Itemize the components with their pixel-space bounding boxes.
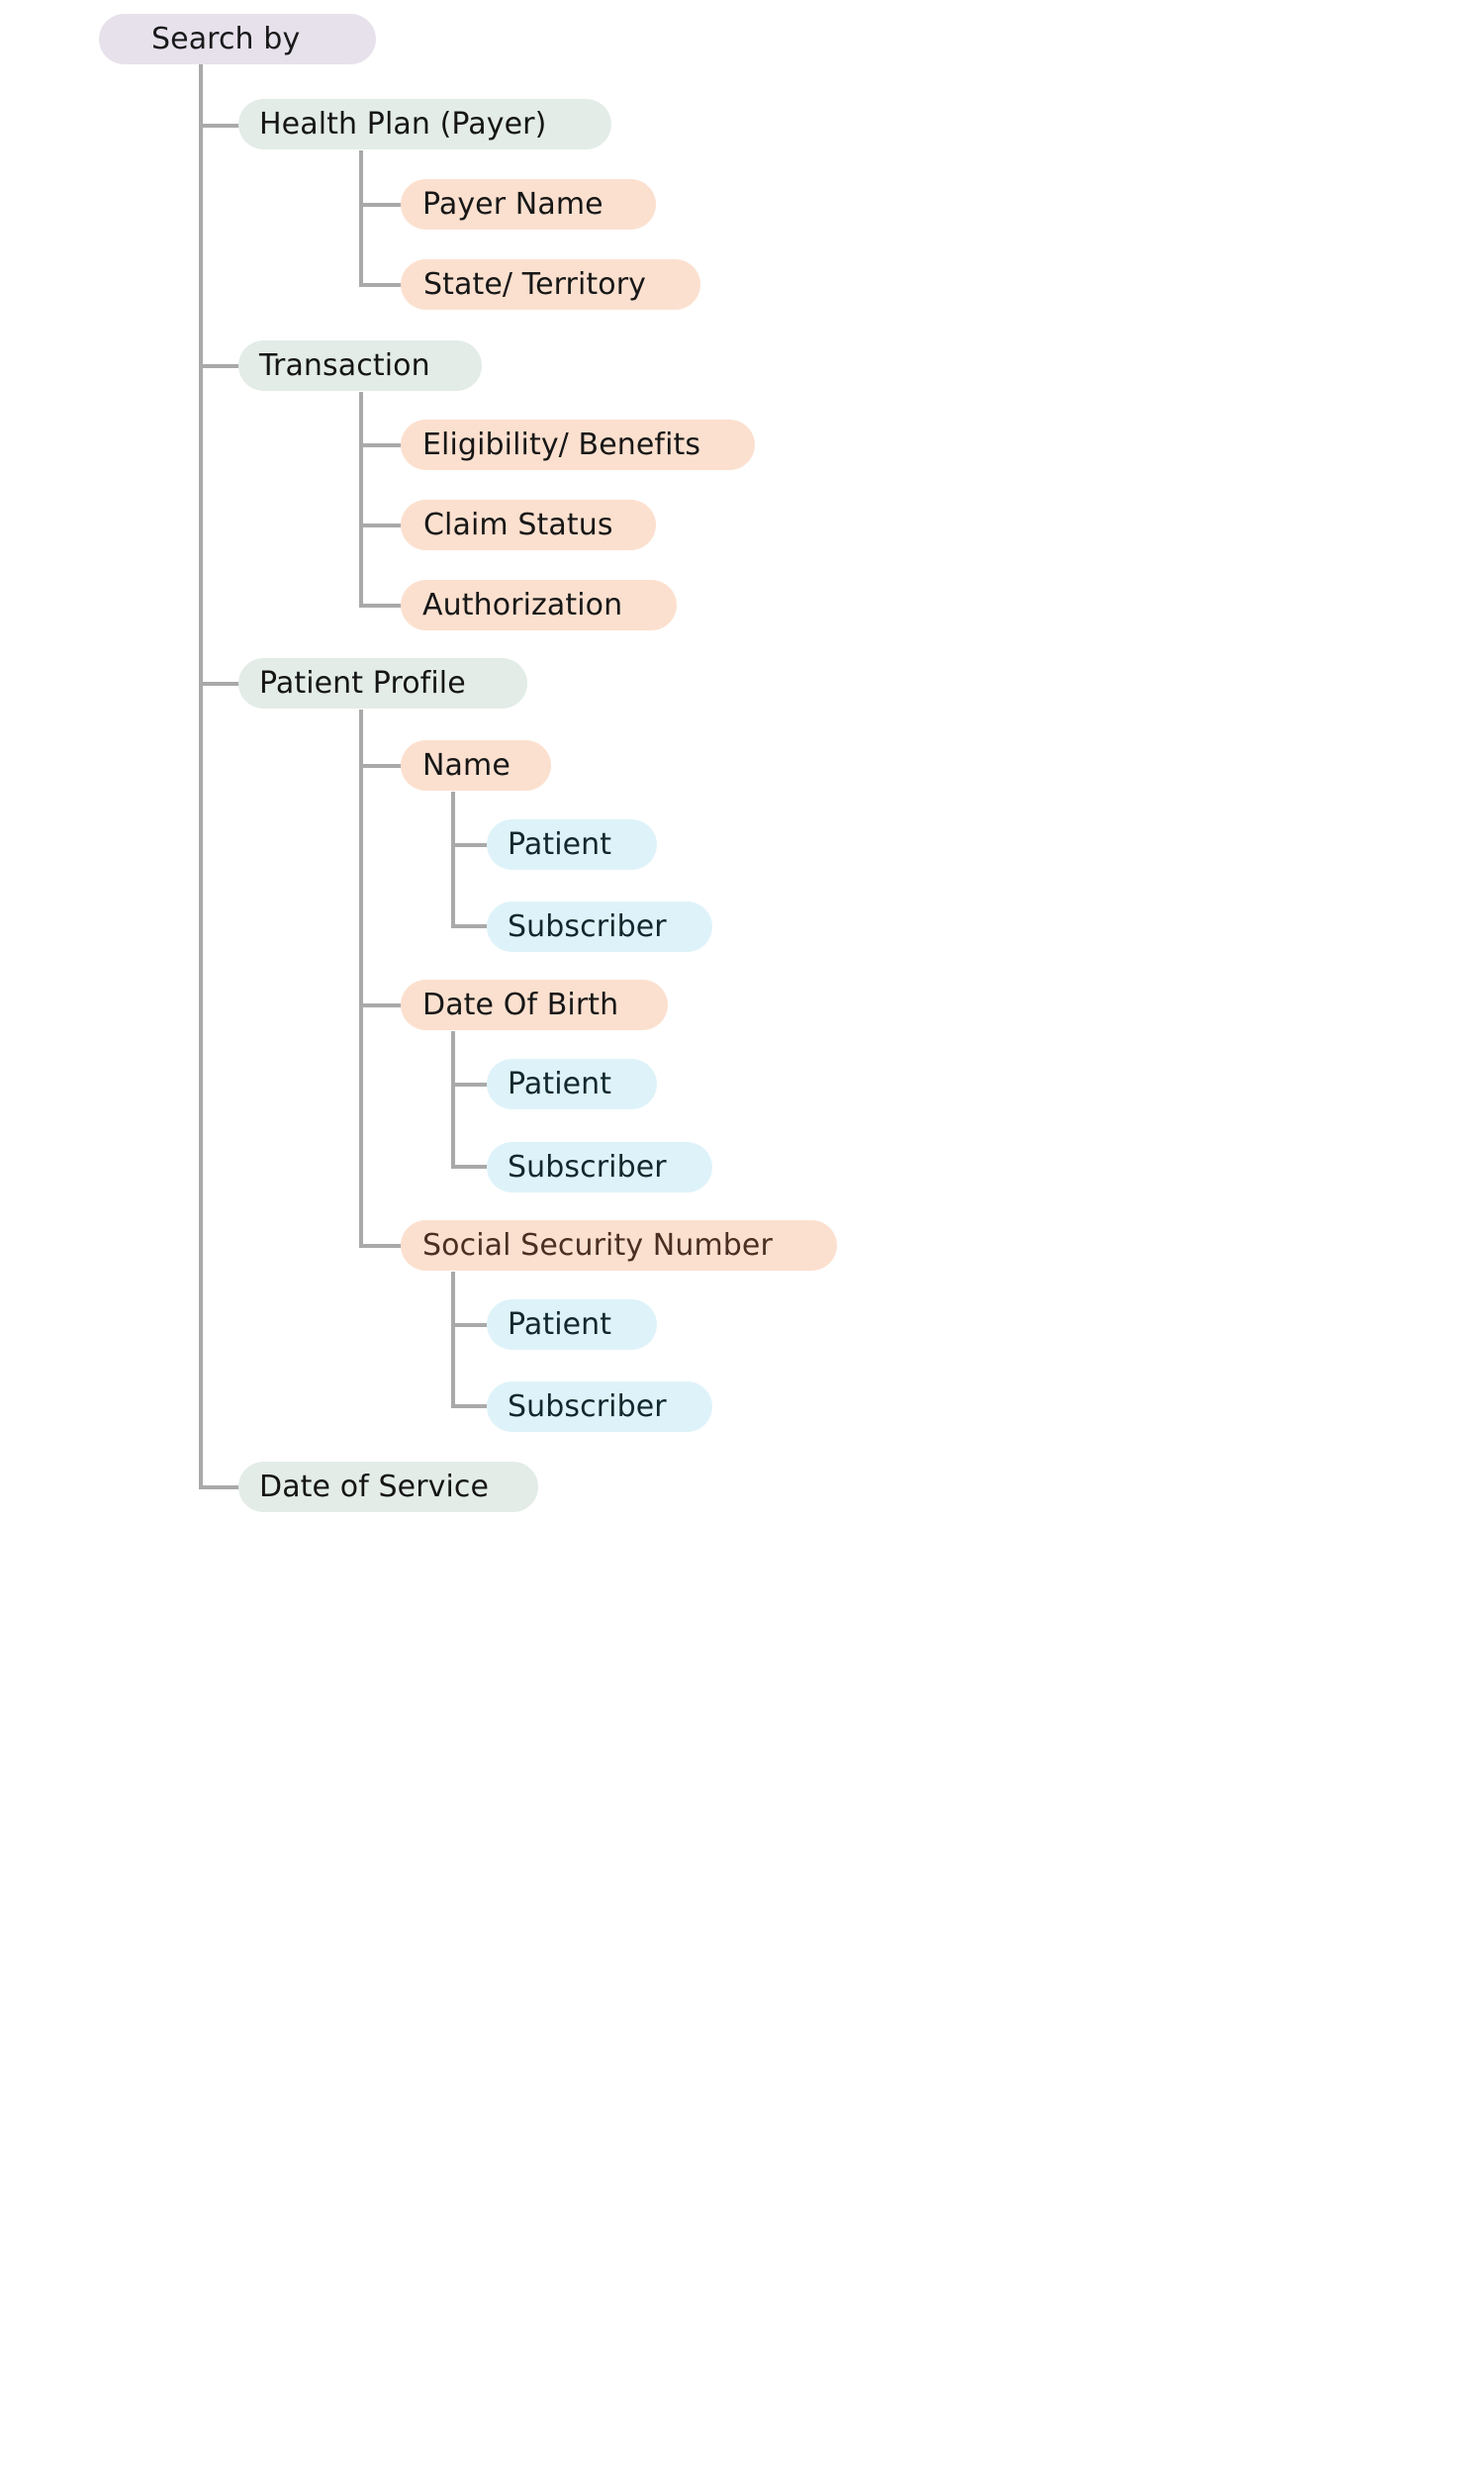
node-authorization-label: Authorization (422, 588, 623, 622)
node-patient-profile-label: Patient Profile (259, 666, 466, 701)
connector-root-to-patient-profile (199, 682, 243, 686)
node-dob-subscriber-label: Subscriber (508, 1150, 667, 1185)
connector-patient-profile-spine (359, 710, 363, 1247)
connector-patient-profile-to-dob (359, 1003, 407, 1007)
connector-ssn-to-subscriber (451, 1404, 495, 1408)
node-search-by[interactable]: Search by (99, 14, 376, 64)
node-dob-subscriber[interactable]: Subscriber (487, 1142, 712, 1192)
connector-dob-spine (451, 1031, 455, 1165)
node-ssn-subscriber-label: Subscriber (508, 1389, 667, 1424)
node-state-territory-label: State/ Territory (423, 267, 647, 302)
node-payer-name[interactable]: Payer Name (401, 179, 656, 230)
connector-name-to-patient (451, 843, 495, 847)
connector-name-spine (451, 792, 455, 925)
connector-health-plan-to-state-territory (359, 283, 407, 287)
connector-patient-profile-to-name (359, 764, 407, 768)
node-authorization[interactable]: Authorization (401, 580, 677, 630)
node-claim-status[interactable]: Claim Status (401, 500, 656, 550)
connector-root-to-date-of-service (199, 1485, 243, 1489)
connector-transaction-spine (359, 392, 363, 605)
node-name[interactable]: Name (401, 740, 551, 791)
node-payer-name-label: Payer Name (422, 187, 603, 222)
node-eligibility-benefits-label: Eligibility/ Benefits (422, 428, 701, 462)
node-dob-patient-label: Patient (508, 1067, 612, 1101)
connector-root-to-transaction (199, 364, 243, 368)
connector-name-to-subscriber (451, 924, 495, 928)
connector-ssn-to-patient (451, 1323, 495, 1327)
connector-ssn-spine (451, 1272, 455, 1405)
node-eligibility-benefits[interactable]: Eligibility/ Benefits (401, 420, 755, 470)
connector-patient-profile-to-ssn (359, 1244, 407, 1248)
connector-transaction-to-authorization (359, 604, 407, 608)
node-social-security-number-label: Social Security Number (422, 1228, 773, 1263)
node-health-plan[interactable]: Health Plan (Payer) (238, 99, 611, 149)
node-name-subscriber[interactable]: Subscriber (487, 902, 712, 952)
node-date-of-birth[interactable]: Date Of Birth (401, 980, 668, 1030)
node-patient-profile[interactable]: Patient Profile (238, 658, 527, 709)
node-name-patient-label: Patient (508, 827, 612, 862)
node-name-patient[interactable]: Patient (487, 819, 657, 870)
connector-root-to-health-plan (199, 124, 243, 128)
connector-root-spine (199, 64, 203, 1489)
node-name-subscriber-label: Subscriber (508, 909, 667, 944)
node-date-of-birth-label: Date Of Birth (422, 988, 619, 1022)
node-transaction-label: Transaction (259, 348, 430, 383)
node-ssn-subscriber[interactable]: Subscriber (487, 1381, 712, 1432)
connector-dob-to-subscriber (451, 1165, 495, 1169)
connector-transaction-to-eligibility (359, 443, 407, 447)
node-name-label: Name (422, 748, 510, 783)
node-social-security-number[interactable]: Social Security Number (401, 1220, 837, 1271)
node-claim-status-label: Claim Status (423, 508, 613, 542)
node-transaction[interactable]: Transaction (238, 340, 482, 391)
connector-transaction-to-claim-status (359, 523, 407, 527)
node-state-territory[interactable]: State/ Territory (401, 259, 700, 310)
node-health-plan-label: Health Plan (Payer) (259, 107, 547, 142)
node-ssn-patient[interactable]: Patient (487, 1299, 657, 1350)
node-date-of-service-label: Date of Service (259, 1470, 490, 1504)
node-search-by-text: Search by (151, 22, 301, 56)
node-dob-patient[interactable]: Patient (487, 1059, 657, 1109)
node-date-of-service[interactable]: Date of Service (238, 1462, 538, 1512)
connector-dob-to-patient (451, 1083, 495, 1087)
node-ssn-patient-label: Patient (508, 1307, 612, 1342)
connector-health-plan-spine (359, 150, 363, 284)
connector-health-plan-to-payer-name (359, 203, 407, 207)
